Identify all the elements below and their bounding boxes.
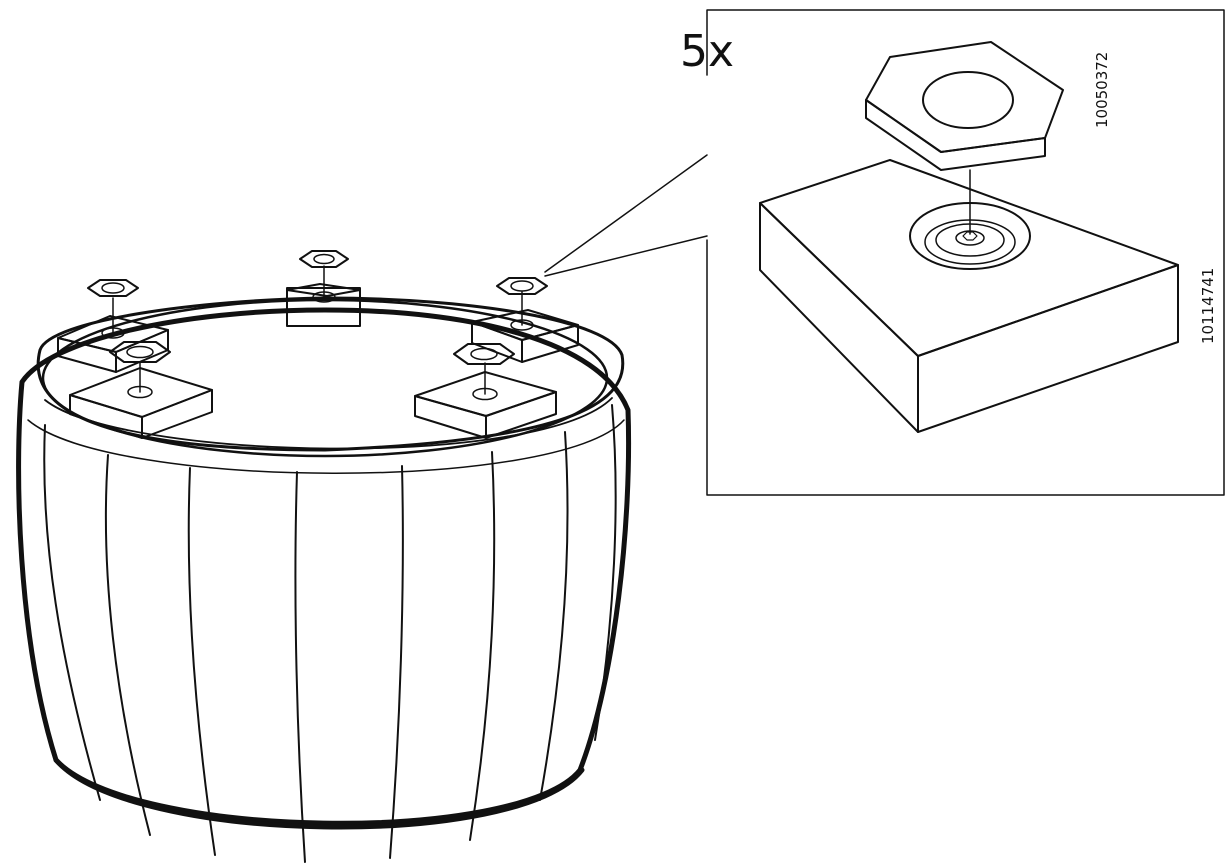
pouffe-bottom-edge [53, 757, 585, 830]
part-number-glide: 10050372 [1093, 52, 1111, 128]
detail-callout: 5x 10050372 10114741 [544, 9, 1225, 496]
block-detail [759, 159, 1179, 433]
glide-icon [87, 279, 139, 297]
glide-icon [496, 277, 548, 295]
foot-front-left [69, 341, 213, 439]
quantity-label: 5x [680, 26, 734, 77]
foot-front-right [414, 343, 557, 439]
pouffe [16, 296, 632, 863]
pouffe-top-surface [41, 298, 609, 458]
callout-pointer-bottom [544, 235, 708, 277]
glide-icon [299, 250, 349, 268]
rim-lower-line [27, 419, 625, 474]
foot-back-right [471, 277, 579, 363]
panel-seams [43, 404, 617, 863]
callout-frame [706, 9, 1225, 496]
foot-back-center [286, 250, 361, 327]
glide-icon [109, 341, 171, 363]
foot-back-left [57, 279, 169, 373]
callout-pointer-top [544, 154, 708, 273]
pouffe-body [16, 307, 632, 826]
glide-icon [453, 343, 515, 365]
glide-detail [865, 41, 1064, 171]
part-number-block: 10114741 [1199, 268, 1217, 344]
